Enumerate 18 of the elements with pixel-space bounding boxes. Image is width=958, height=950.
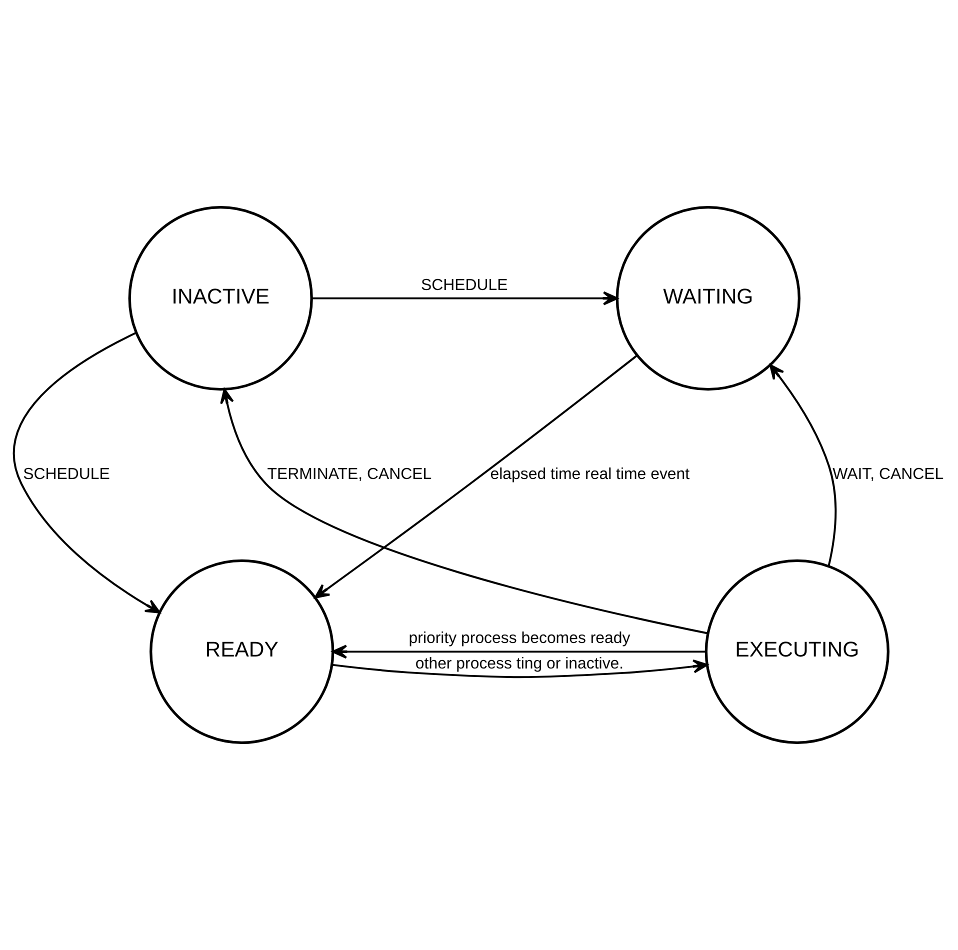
node-circle: EXECUTING: [704, 559, 890, 744]
edge-label: SCHEDULE: [420, 276, 508, 294]
edge-label: other process ting or inactive.: [415, 655, 624, 672]
arrow: [332, 644, 706, 659]
edge-label: elapsed time real time event: [490, 466, 690, 484]
edge-label: TERMINATE, CANCEL: [267, 466, 432, 484]
arrow: [312, 291, 618, 306]
arrow: [220, 388, 708, 634]
arrow: [13, 332, 160, 614]
arrow: [769, 364, 837, 566]
node-circle: READY: [150, 559, 334, 744]
node-circle: WAITING: [616, 206, 800, 391]
node-circle: INACTIVE: [128, 206, 313, 391]
edge-label: WAIT, CANCEL: [832, 466, 944, 484]
edge-label: priority process becomes ready: [408, 630, 630, 648]
edge-label: SCHEDULE: [23, 466, 110, 484]
arrow: [332, 659, 708, 678]
arrow: [314, 354, 638, 599]
